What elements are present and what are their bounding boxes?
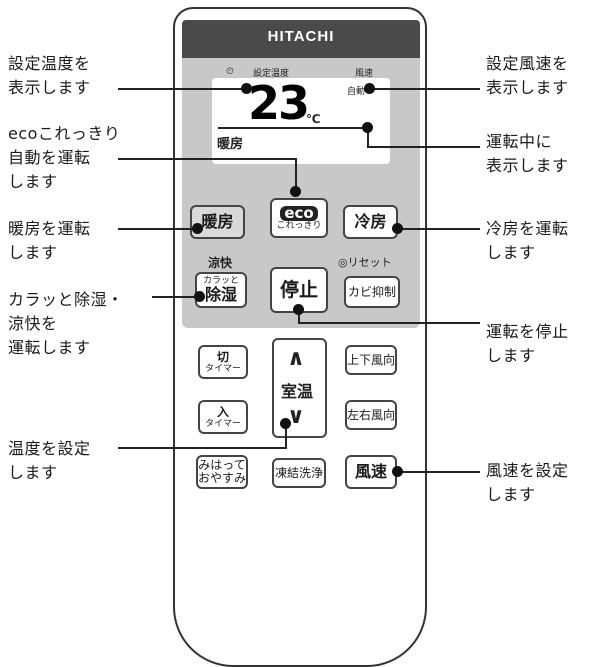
leader-running-h bbox=[367, 146, 480, 148]
dry-button-sub: カラッと bbox=[202, 276, 239, 286]
leader-dot-temp bbox=[280, 418, 291, 429]
lcd-mode-text: 暖房 bbox=[217, 137, 244, 152]
remote-header bbox=[182, 20, 420, 58]
lcd-temperature: 23 bbox=[248, 76, 310, 130]
cool-button-label: 冷房 bbox=[354, 212, 387, 231]
leader-dot-running bbox=[362, 122, 373, 133]
freeze-clean-label: 凍結洗浄 bbox=[274, 465, 323, 480]
leader-dot-eco bbox=[290, 186, 301, 197]
stop-button-label: 停止 bbox=[279, 279, 318, 301]
sleep-watch-bottom: おやすみ bbox=[198, 471, 247, 485]
on-timer-bottom: タイマー bbox=[204, 418, 241, 429]
leader-dot-fan-set bbox=[392, 466, 403, 477]
callout-fan-display: 設定風速を 表示します bbox=[486, 54, 569, 97]
leader-dot-fan-display bbox=[364, 83, 375, 94]
leader-dot-dry bbox=[194, 291, 205, 302]
horizontal-direction-label: 左右風向 bbox=[347, 407, 396, 422]
leader-cool bbox=[396, 228, 480, 230]
leader-temp-v bbox=[285, 422, 287, 449]
leader-fan-display bbox=[370, 88, 480, 90]
callout-temp-set: 温度を設定 します bbox=[8, 439, 91, 482]
dry-button-label: 除湿 bbox=[204, 285, 237, 304]
heat-button-label: 暖房 bbox=[201, 212, 234, 231]
leader-eco-h bbox=[118, 158, 296, 160]
leader-fan-set bbox=[396, 471, 480, 473]
sleep-watch-button[interactable]: みはって おやすみ bbox=[196, 455, 248, 489]
leader-temp-h bbox=[118, 447, 286, 449]
lcd-set-temp-label: 設定温度 bbox=[253, 69, 290, 79]
dry-button[interactable]: カラッと 除湿 bbox=[195, 272, 247, 308]
on-timer-top: 入 bbox=[216, 404, 229, 419]
leader-stop-h bbox=[298, 322, 480, 324]
callout-dry-run: カラッと除湿・ 涼快を 運転します bbox=[8, 290, 124, 357]
mold-prevention-button[interactable]: カビ抑制 bbox=[344, 276, 400, 308]
leader-dry bbox=[152, 296, 200, 298]
lcd-divider bbox=[218, 127, 368, 129]
brand-logo: HITACHI bbox=[267, 28, 335, 45]
cool-button[interactable]: 冷房 bbox=[343, 205, 398, 239]
leader-dot-heat bbox=[192, 223, 203, 234]
temp-down-button[interactable]: ∨ bbox=[287, 404, 305, 429]
temp-up-button[interactable]: ∧ bbox=[287, 346, 305, 371]
callout-fan-set: 風速を設定 します bbox=[486, 461, 569, 504]
leader-dot-cool bbox=[392, 223, 403, 234]
leader-stop-v bbox=[298, 312, 300, 324]
lcd-fan-speed-label: 風速 bbox=[355, 69, 374, 79]
fan-speed-button[interactable]: 風速 bbox=[345, 455, 397, 489]
callout-heat-run: 暖房を運転 します bbox=[8, 219, 91, 262]
mold-button-label: カビ抑制 bbox=[347, 284, 396, 299]
horizontal-direction-button[interactable]: 左右風向 bbox=[345, 400, 397, 430]
lcd-temp-unit: ℃ bbox=[306, 112, 321, 126]
timer-icon: ⏲ bbox=[226, 66, 234, 77]
temp-adjust-group bbox=[272, 338, 327, 438]
eco-button[interactable]: eco これっきり bbox=[270, 198, 328, 238]
reset-label-text: リセット bbox=[347, 256, 392, 269]
on-timer-button[interactable]: 入 タイマー bbox=[198, 400, 248, 434]
sleep-watch-top: みはって bbox=[198, 458, 246, 472]
callout-stop-run: 運転を停止 します bbox=[486, 322, 569, 365]
callout-running-display: 運転中に 表示します bbox=[486, 132, 569, 175]
leader-eco-v bbox=[295, 158, 297, 188]
callout-eco-auto: ecoこれっきり 自動を運転 します bbox=[8, 124, 121, 191]
room-temp-label: 室温 bbox=[281, 382, 314, 401]
cool-comfort-label: 涼快 bbox=[208, 256, 233, 270]
leader-running-v bbox=[367, 128, 369, 148]
leader-dot-stop bbox=[293, 304, 304, 315]
leader-set-temp bbox=[118, 88, 246, 90]
callout-set-temp-display: 設定温度を 表示します bbox=[8, 54, 91, 97]
off-timer-bottom: タイマー bbox=[204, 363, 241, 374]
callout-cool-run: 冷房を運転 します bbox=[486, 219, 569, 262]
freeze-clean-button[interactable]: 凍結洗浄 bbox=[272, 458, 326, 488]
leader-dot-set-temp bbox=[241, 83, 252, 94]
vertical-direction-button[interactable]: 上下風向 bbox=[345, 345, 397, 375]
eco-button-label: これっきり bbox=[276, 220, 322, 231]
off-timer-top: 切 bbox=[216, 349, 229, 364]
lcd-fan-mode: 自動 bbox=[347, 87, 366, 97]
leader-heat bbox=[118, 228, 196, 230]
vertical-direction-label: 上下風向 bbox=[347, 352, 396, 367]
off-timer-button[interactable]: 切 タイマー bbox=[198, 345, 248, 379]
fan-speed-button-label: 風速 bbox=[354, 462, 387, 481]
eco-logo: eco bbox=[280, 205, 318, 221]
reset-label: ◎リセット bbox=[338, 256, 392, 269]
